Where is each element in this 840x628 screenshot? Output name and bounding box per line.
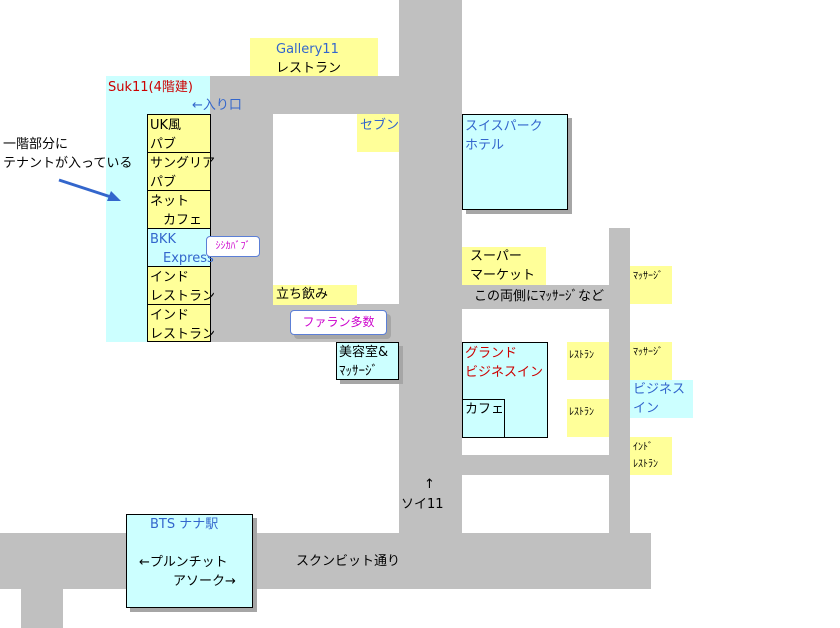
entrance-label: ←入り口 — [192, 98, 242, 113]
restaurant-upper: ﾚｽﾄﾗﾝ — [567, 342, 609, 380]
shisha-bar-label: ｼｼｶﾊﾞﾌﾞ — [206, 236, 260, 257]
suk11-side-road-vertical — [210, 110, 273, 342]
note-arrow-icon — [58, 178, 121, 201]
sukhumvit-road-label: スクンビット通り — [296, 554, 401, 569]
sukhumvit-road — [0, 533, 651, 589]
gallery11-restaurant: Gallery11 レストラン — [250, 38, 378, 76]
tenant-net-cafe: ネット カフェ — [147, 190, 211, 229]
massage-upper: ﾏｯｻｰｼﾞ — [630, 266, 672, 304]
soi11-arrow: ↑ — [424, 477, 435, 492]
bts-station-name: BTS ナナ駅 — [150, 517, 219, 532]
soi11-label: ソイ11 — [401, 497, 444, 512]
gallery11-type: レストラン — [276, 61, 342, 76]
east-side-road-upper — [462, 285, 630, 309]
seven-eleven: セブン — [357, 114, 399, 152]
tenant-uk-pub: UK風 パブ — [147, 114, 211, 153]
gallery11-name: Gallery11 — [276, 42, 339, 57]
standing-bar: 立ち飲み — [273, 285, 357, 305]
swiss-park-hotel: スイスパーク ホテル — [462, 114, 568, 210]
business-inn: ビジネス イン — [630, 380, 693, 418]
restaurant-lower: ﾚｽﾄﾗﾝ — [567, 399, 609, 437]
tenant-bkk-express: BKK Express — [147, 228, 214, 267]
both-sides-massage-note: この両側にﾏｯｻｰｼﾞなど — [474, 289, 605, 304]
indian-restaurant-east: ｲﾝﾄﾞ ﾚｽﾄﾗﾝ — [630, 437, 672, 475]
tenant-indian-restaurant-2: インド レストラン — [147, 304, 215, 342]
supermarket: スーパー マーケット — [462, 247, 546, 285]
east-side-road-lower — [462, 455, 630, 475]
suk11-title: Suk11(4階建) — [108, 80, 193, 95]
direction-ploenchit: ←プルンチット — [139, 555, 228, 570]
direction-asok: アソーク→ — [173, 574, 236, 589]
massage-lower: ﾏｯｻｰｼﾞ — [630, 342, 672, 380]
tenant-sangria-pub: サングリア パブ — [147, 152, 215, 191]
sukhumvit-branch-road — [21, 589, 63, 628]
bts-nana-station: BTS ナナ駅 ←プルンチット アソーク→ — [126, 514, 253, 608]
ground-floor-note: 一階部分に テナントが入っている — [3, 137, 133, 171]
upper-side-road — [210, 76, 400, 114]
tenant-column: UK風 パブ サングリア パブ ネット カフェ BKK Express インド … — [147, 114, 215, 342]
east-vertical-road — [609, 228, 630, 534]
farang-many-label: ファラン多数 — [290, 310, 387, 335]
cafe: カフェ — [462, 399, 505, 438]
soi11-road — [399, 0, 462, 534]
tenant-indian-restaurant-1: インド レストラン — [147, 266, 215, 305]
beauty-salon-massage: 美容室& ﾏｯｻｰｼﾞ — [336, 342, 399, 380]
